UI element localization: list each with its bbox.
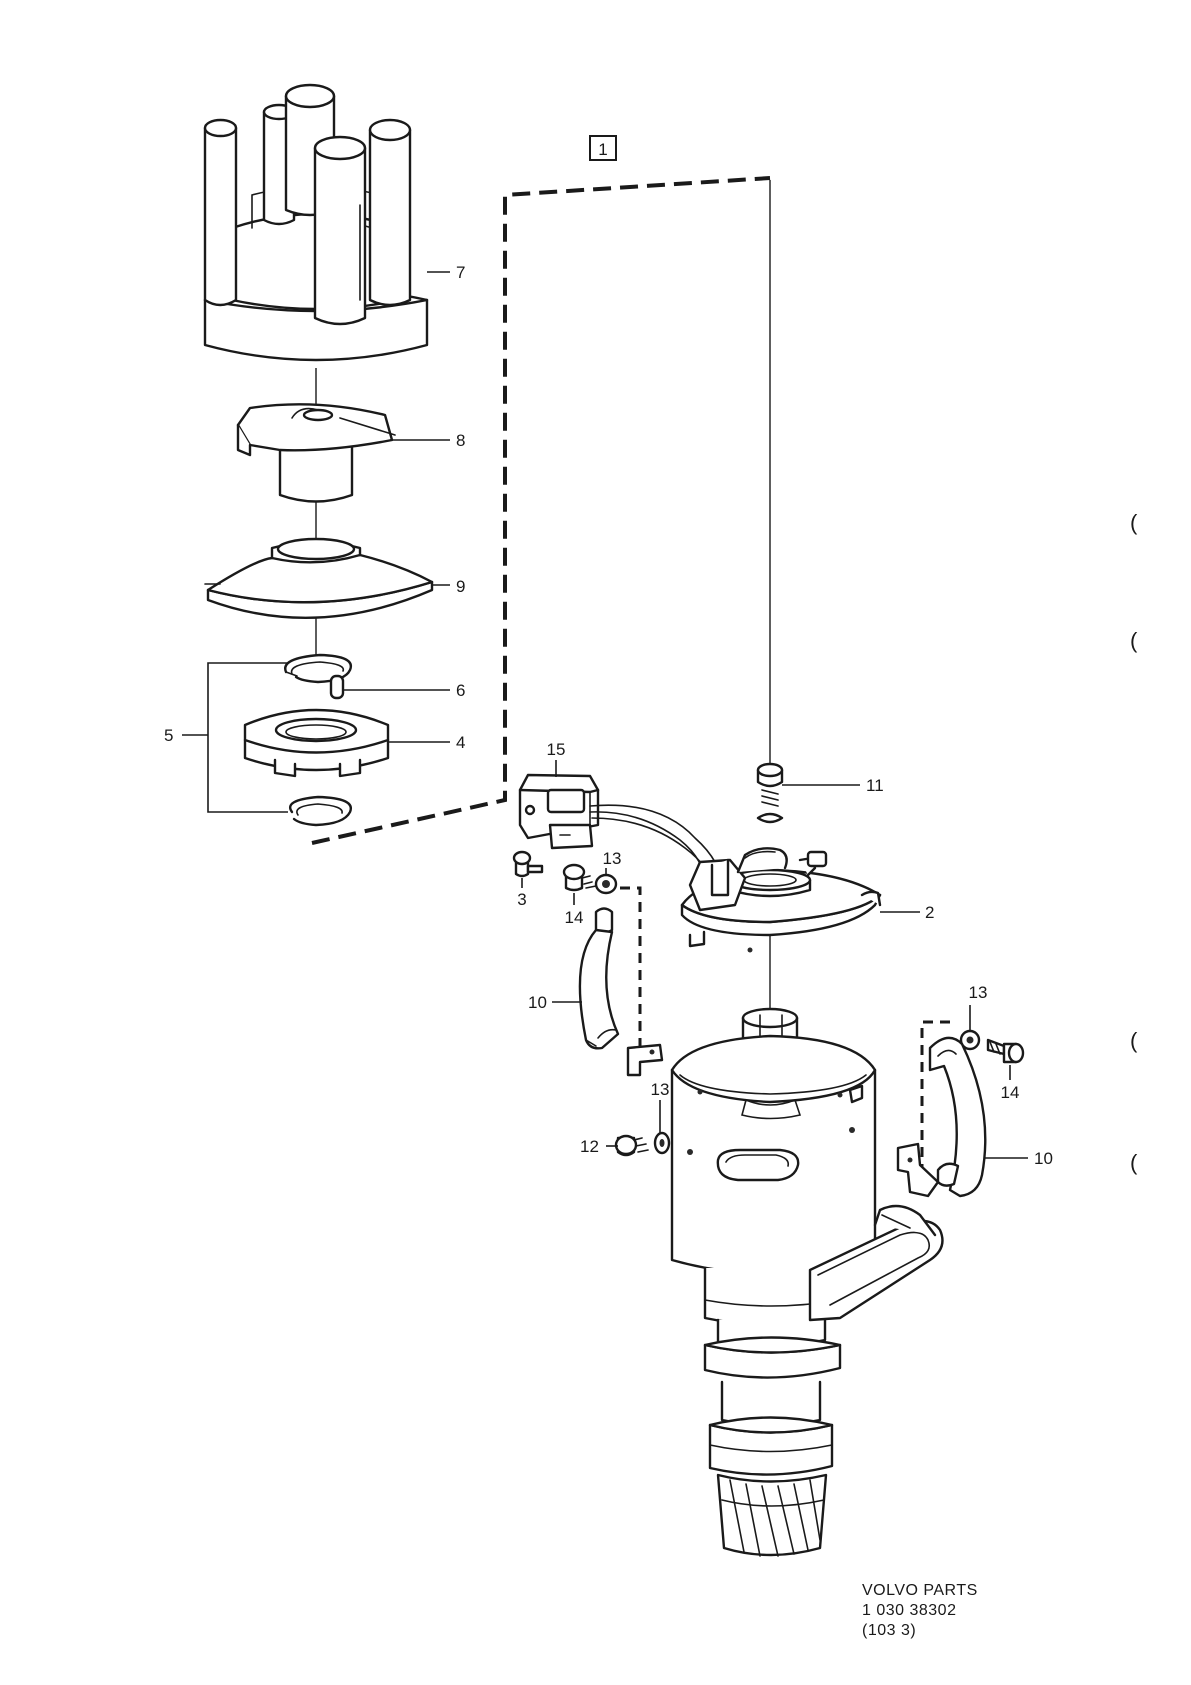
callout-4: 4 <box>456 733 465 752</box>
callout-6: 6 <box>456 681 465 700</box>
clip-bracket-left <box>626 1043 664 1077</box>
group-bracket-line <box>311 176 771 845</box>
washer-13-left <box>594 873 618 895</box>
washer-13-right <box>959 1029 981 1051</box>
footer-brand: VOLVO PARTS <box>862 1582 978 1599</box>
callout-13-left: 13 <box>603 849 622 868</box>
callout-3: 3 <box>517 890 526 909</box>
footer-part-number: 1 030 38302 <box>862 1602 956 1619</box>
callout-13-right: 13 <box>969 983 988 1002</box>
margin-mark: ( <box>1130 1150 1138 1175</box>
bracket-5 <box>207 662 288 813</box>
callout-15: 15 <box>547 740 566 759</box>
screw-12 <box>614 1134 649 1157</box>
screw-3 <box>512 850 544 878</box>
callout-5: 5 <box>164 726 173 745</box>
dust-shield <box>204 537 434 619</box>
dowel-pin <box>329 674 345 700</box>
margin-mark: ( <box>1130 510 1138 535</box>
screw-14-right <box>986 1038 1025 1064</box>
condenser-module <box>518 773 723 891</box>
bearing-ring <box>243 708 390 778</box>
group-label: 1 <box>598 140 607 159</box>
callout-11: 11 <box>866 776 884 795</box>
washer-13-body <box>653 1131 671 1155</box>
margin-mark: ( <box>1130 628 1138 653</box>
distributor-cap <box>203 83 429 362</box>
callout-7: 7 <box>456 263 465 282</box>
callout-12: 12 <box>580 1137 599 1156</box>
screw-11 <box>756 762 784 824</box>
clip-dash-right <box>920 1020 950 1168</box>
screw-14-left <box>562 863 597 892</box>
circlip-lower <box>289 795 352 827</box>
clip-dash-left <box>620 886 642 1060</box>
rotor-arm <box>236 403 396 503</box>
callout-9: 9 <box>456 577 465 596</box>
footer-group-code: (103 3) <box>862 1622 916 1639</box>
group-label-box <box>589 135 617 161</box>
clip-bracket-right <box>896 1142 940 1198</box>
callout-14-left: 14 <box>565 908 584 927</box>
distributor-body <box>670 1007 877 1557</box>
callout-8: 8 <box>456 431 465 450</box>
callout-2: 2 <box>925 903 934 922</box>
mounting-flange <box>808 1204 944 1322</box>
margin-mark: ( <box>1130 1028 1138 1053</box>
cap-clip-right <box>928 1036 987 1198</box>
callout-10-left: 10 <box>528 993 547 1012</box>
callout-13-body: 13 <box>651 1080 670 1099</box>
callout-14-right: 14 <box>1001 1083 1020 1102</box>
callout-10-right: 10 <box>1034 1149 1053 1168</box>
breaker-plate <box>680 847 882 953</box>
cap-clip-left <box>578 907 620 1050</box>
